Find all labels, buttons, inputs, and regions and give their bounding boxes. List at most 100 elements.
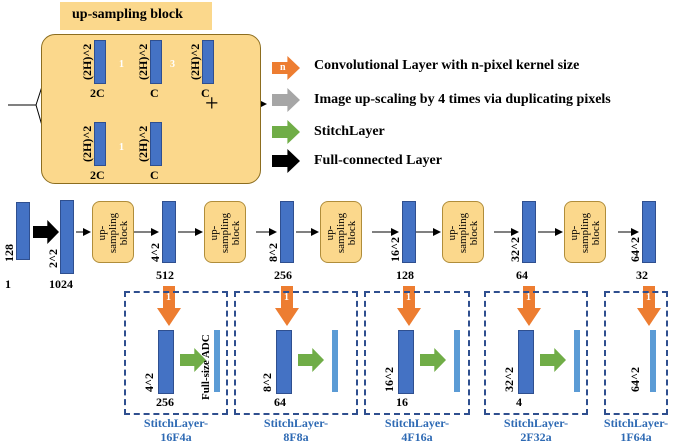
stitch-caption-4: StitchLayer- 2F32a xyxy=(503,416,569,444)
bottom-bar-2 xyxy=(150,122,162,166)
stage-kernel-2: 1 xyxy=(284,292,289,303)
kernel-b-label: 1 xyxy=(119,142,124,153)
stitch-box-1 xyxy=(124,291,228,415)
fc-ch: 1024 xyxy=(49,277,73,291)
top-ch-1: 2C xyxy=(90,86,105,100)
fc-arrow-icon xyxy=(33,220,59,244)
stitch-ch-3: 16 xyxy=(396,395,408,409)
stage-kernel-4: 1 xyxy=(526,292,531,303)
legend-conv-text: Convolutional Layer with n-pixel kernel … xyxy=(314,58,580,73)
stage-dim-3: 16^2 xyxy=(388,237,402,262)
stage-ch-4: 64 xyxy=(516,268,528,282)
top-bar-2 xyxy=(150,40,162,84)
stage-conv-arrow-5-icon xyxy=(637,286,661,326)
stage-conv-arrow-3-icon xyxy=(397,286,421,326)
stage-dim-2: 8^2 xyxy=(266,243,280,262)
stitch-caption-1: StitchLayer- 16F4a xyxy=(143,416,209,444)
upsampling-title-bg xyxy=(60,2,212,30)
stitch-arrow-4-icon xyxy=(540,348,566,372)
stage-dim-5: 64^2 xyxy=(628,237,642,262)
top-ch-2: C xyxy=(150,86,159,100)
top-bar-1 xyxy=(94,40,106,84)
stitch-dim-2: 8^2 xyxy=(260,373,274,392)
upsampling-block-4: up- sampling block xyxy=(442,201,484,263)
stage-bar-5 xyxy=(642,201,656,263)
upsampling-block-2: up- sampling block xyxy=(204,201,246,263)
upsampling-block-label: up- sampling block xyxy=(446,212,480,254)
stitch-caption-5: StitchLayer- 1F64a xyxy=(603,416,669,444)
fc-bar xyxy=(60,200,74,274)
upsampling-block-label: up- sampling block xyxy=(96,212,130,254)
stitch-box-2 xyxy=(234,291,358,415)
stage-kernel-1: 1 xyxy=(166,292,171,303)
top-dim-3: (2H)^2 xyxy=(188,43,202,80)
bottom-dim-2: (2H)^2 xyxy=(136,125,150,162)
stitch-input-bar-4 xyxy=(518,330,534,394)
upsampling-block-label: up- sampling block xyxy=(568,212,602,254)
upsampling-block-5: up- sampling block xyxy=(564,201,606,263)
legend-upscale-text: Image up-scaling by 4 times via duplicat… xyxy=(314,92,611,107)
stitch-arrow-3-icon xyxy=(420,348,446,372)
legend-upscale-arrow-icon xyxy=(272,88,300,112)
legend-conv-glyph: n xyxy=(280,62,286,73)
top-dim-2: (2H)^2 xyxy=(136,43,150,80)
stage-ch-2: 256 xyxy=(274,268,292,282)
top-dim-1: (2H)^2 xyxy=(80,43,94,80)
input-ch: 1 xyxy=(5,277,11,291)
stitch-ch-2: 64 xyxy=(274,395,286,409)
stage-bar-2 xyxy=(280,201,294,263)
stitch-input-bar-3 xyxy=(398,330,414,394)
stitch-output-bar-1 xyxy=(214,330,220,392)
upsampling-block-label: up- sampling block xyxy=(324,212,358,254)
legend-stitch-arrow-icon xyxy=(272,120,300,144)
bottom-bar-1 xyxy=(94,122,106,166)
stitch-output-bar-4 xyxy=(574,330,580,392)
input-dim: 128 xyxy=(2,244,16,262)
stage-dim-4: 32^2 xyxy=(508,237,522,262)
stitch-output-bar-3 xyxy=(454,330,460,392)
stitch-dim-4: 32^2 xyxy=(502,367,516,392)
stitch-output-bar-2 xyxy=(332,330,338,392)
upsampling-title: up-sampling block xyxy=(72,7,183,22)
upsampling-block-1: up- sampling block xyxy=(92,201,134,263)
stage-kernel-3: 1 xyxy=(406,292,411,303)
stage-bar-1 xyxy=(162,201,176,263)
stage-dim-1: 4^2 xyxy=(148,243,162,262)
legend-fc-arrow-icon xyxy=(272,149,300,173)
stitch-input-bar-1 xyxy=(158,330,174,394)
stage-bar-3 xyxy=(402,201,416,263)
stitch-box-5 xyxy=(604,291,668,415)
input-bar xyxy=(16,202,30,260)
upsampling-block-label: up- sampling block xyxy=(208,212,242,254)
stitch-dim-5: 64^2 xyxy=(628,367,642,392)
stage-bar-4 xyxy=(522,201,536,263)
full-size-adc-label: Full-size ADC xyxy=(200,334,212,400)
plus-sign: + xyxy=(205,91,219,117)
legend-fc-text: Full-connected Layer xyxy=(314,153,442,168)
bottom-ch-1: 2C xyxy=(90,168,105,182)
stitch-caption-2: StitchLayer- 8F8a xyxy=(263,416,329,444)
kernel-3-label: 3 xyxy=(170,59,175,70)
stitch-arrow-2-icon xyxy=(298,348,324,372)
kernel-1-label: 1 xyxy=(119,59,124,70)
stitch-ch-1: 256 xyxy=(156,395,174,409)
stitch-arrow-1-icon xyxy=(180,348,206,372)
legend-stitch-text: StitchLayer xyxy=(314,124,385,139)
stitch-input-bar-2 xyxy=(276,330,292,394)
stage-ch-5: 32 xyxy=(636,268,648,282)
stitch-output-bar-5 xyxy=(650,330,656,392)
upsampling-block-3: up- sampling block xyxy=(320,201,362,263)
stage-conv-arrow-4-icon xyxy=(517,286,541,326)
stitch-dim-3: 16^2 xyxy=(382,367,396,392)
stage-conv-arrow-2-icon xyxy=(275,286,299,326)
stitch-caption-3: StitchLayer- 4F16a xyxy=(384,416,450,444)
legend-conv-arrow-icon xyxy=(272,56,300,80)
bottom-dim-1: (2H)^2 xyxy=(80,125,94,162)
top-bar-3 xyxy=(202,40,214,84)
stitch-box-4 xyxy=(484,291,588,415)
stage-kernel-5: 1 xyxy=(646,292,651,303)
top-ch-3: C xyxy=(201,86,210,100)
stage-conv-arrow-1-icon xyxy=(157,286,181,326)
stage-ch-3: 128 xyxy=(396,268,414,282)
